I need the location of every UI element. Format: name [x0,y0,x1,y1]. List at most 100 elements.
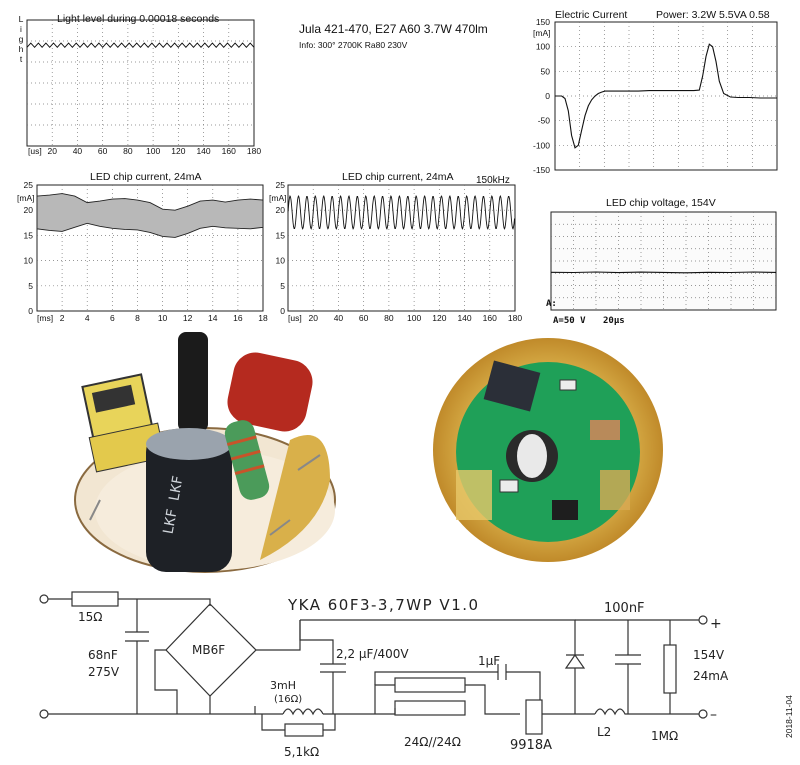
us-ytick-label: 5 [280,281,285,291]
current-ytick-label: -50 [538,116,551,126]
light-xtick-label: 120 [171,146,185,156]
photo-driver-board: LKF LKF [74,332,336,573]
current-chart-subtitle: Power: 3.2W 5.5VA 0.58 [656,9,770,21]
ms-ytick-label: 25 [24,180,34,190]
chip-current-us-annotation: 150kHz [476,175,510,186]
light-grid [27,20,254,146]
us-xtick-label: 80 [384,313,394,323]
label-inductor-2: L2 [597,725,611,739]
photo-led-board [433,338,663,562]
input-terminal-bottom [39,709,49,719]
us-xtick-label: 40 [334,313,344,323]
current-ytick-label: 150 [536,17,550,27]
resistor-15ohm [71,591,119,607]
chip-current-ms-frame [36,184,264,312]
us-xtick-label: 60 [359,313,369,323]
ms-xtick-label: 12 [183,313,193,323]
light-xunit: [us] [28,146,42,156]
ms-ytick-label: 0 [28,306,33,316]
light-chart: Light level during 0.00018 seconds Light… [19,13,262,156]
light-ylabel-letter: g [19,34,24,44]
light-xtick-label: 100 [146,146,160,156]
current-ytick-label: -100 [533,140,550,150]
us-xtick-label: 20 [308,313,318,323]
current-grid [555,22,777,170]
light-xtick-label: 160 [222,146,236,156]
schematic [39,591,708,737]
ms-xtick-label: 14 [208,313,218,323]
ms-xtick-label: 16 [233,313,243,323]
label-cap-bulk: 2,2 μF/400V [336,647,409,661]
chip-current-ms-xunit: [ms] [37,313,53,323]
chip-voltage-title: LED chip voltage, 154V [606,197,716,209]
current-ytick-label: -150 [533,165,550,175]
us-xtick-label: 180 [508,313,522,323]
light-ylabel-letter: L [19,14,24,24]
light-xtick-label: 40 [73,146,83,156]
current-series-line [555,43,777,149]
inductor-3mH [282,708,324,716]
chip-current-ms-yunit: [mA] [17,193,34,203]
chip-current-us-series-line [287,195,515,230]
inductor-L2 [594,708,699,716]
current-chart: Electric Current Power: 3.2W 5.5VA 0.58 … [533,9,778,175]
current-ytick-label: 0 [545,91,550,101]
date-stamp: 2018-11-04 [784,695,794,738]
chip-current-us-xunit: [us] [288,313,302,323]
label-inductor-1-res: (16Ω) [274,694,302,705]
us-ytick-label: 25 [276,180,286,190]
label-plus: + [710,616,722,632]
label-inductor-1: 3mH [270,679,296,692]
label-cap-in-value: 68nF [88,648,118,662]
chip-current-us-frame [287,184,516,312]
us-ytick-label: 10 [276,256,286,266]
light-ylabel-letter: h [19,44,24,54]
ms-xtick-label: 4 [85,313,90,323]
chip-current-us-chart: LED chip current, 24mA 150kHz [mA] 25 20 1… [269,171,522,323]
label-ic: 9918A [510,738,552,753]
current-ytick-label: 100 [536,42,550,52]
ms-ytick-label: 20 [24,205,34,215]
chip-current-ms-title: LED chip current, 24mA [90,171,201,183]
input-terminal-top [39,594,49,604]
label-out-voltage: 154V [693,648,725,662]
chip-current-us-title: LED chip current, 24mA [342,171,453,183]
chip-voltage-ylabel: A: [546,299,557,309]
chip-voltage-series-line [550,271,777,274]
header: Jula 421-470, E27 A60 3.7W 470lm Info: 3… [299,22,488,50]
current-yunit: [mA] [533,28,550,38]
page-title: Jula 421-470, E27 A60 3.7W 470lm [299,22,488,36]
chip-current-us-yunit: [mA] [269,193,286,203]
ms-xtick-label: 8 [135,313,140,323]
chip-voltage-chart: LED chip voltage, 154V A: A=50 V 20μs [546,197,777,326]
light-series-line [26,42,255,49]
us-xtick-label: 100 [407,313,421,323]
chip-current-ms-band [36,193,264,238]
label-out-current: 24mA [693,669,729,683]
schematic-title: YKA 60F3-3,7WP V1.0 [287,596,480,614]
us-xtick-label: 140 [457,313,471,323]
page-info: Info: 300° 2700K Ra80 230V [299,40,408,50]
label-bridge: MB6F [192,643,225,657]
ms-xtick-label: 18 [258,313,268,323]
ms-ytick-label: 5 [28,281,33,291]
label-resistors-sense: 24Ω//24Ω [404,735,461,749]
light-xtick-label: 140 [196,146,210,156]
us-ytick-label: 0 [280,306,285,316]
light-ylabel-letter: i [20,24,22,34]
ms-xtick-label: 6 [110,313,115,323]
us-ytick-label: 15 [276,230,286,240]
ms-ytick-label: 10 [24,256,34,266]
chip-voltage-grid [551,212,776,310]
ms-xtick-label: 10 [158,313,168,323]
light-ylabel: Light [19,14,24,64]
us-xtick-label: 160 [483,313,497,323]
label-cap-small: 1μF [478,654,500,668]
